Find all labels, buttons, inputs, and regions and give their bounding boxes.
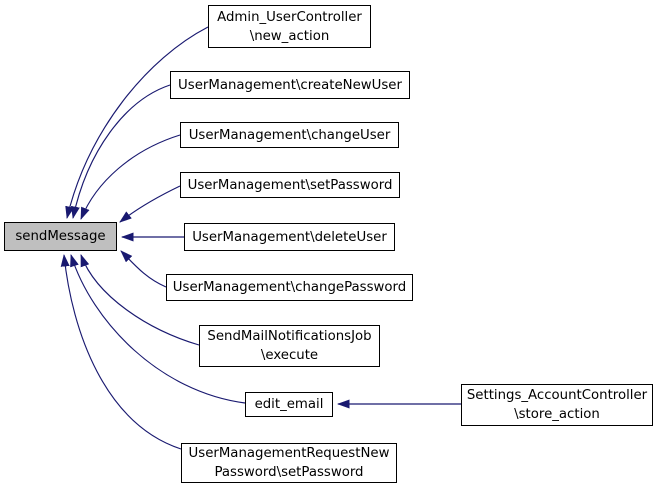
node-label: sendMessage [15, 229, 106, 244]
node-label: UserManagement\changeUser [188, 127, 391, 143]
node-usermanagement-deleteuser[interactable]: UserManagement\deleteUser [184, 223, 395, 251]
node-label: \execute [260, 348, 319, 363]
node-label: \new_action [249, 28, 330, 44]
node-label: UserManagement\createNewUser [178, 77, 402, 93]
node-label: UserManagement\deleteUser [192, 229, 387, 245]
node-label: SendMailNotificationsJob [207, 329, 372, 344]
node-usermanagement-setpassword[interactable]: UserManagement\setPassword [180, 172, 400, 198]
node-label: Admin_UserController [217, 9, 362, 25]
node-usermanagement-changeuser[interactable]: UserManagement\changeUser [180, 122, 399, 148]
node-label: \store_action [514, 407, 600, 422]
node-usermanagementrequestnewpassword-setpassword[interactable]: UserManagementRequestNew Password\setPas… [181, 443, 397, 483]
edge-createnewuser-to-sendmessage [70, 84, 171, 219]
edge-request-new-password-to-sendmessage [60, 254, 182, 450]
node-label: Settings_AccountController [466, 388, 648, 403]
node-settings-accountcontroller-store-action[interactable]: Settings_AccountController \store_action [461, 384, 653, 426]
node-label: UserManagementRequestNew [188, 446, 390, 461]
node-label: UserManagement\setPassword [187, 177, 393, 193]
node-edit-email[interactable]: edit_email [245, 392, 333, 417]
node-label: UserManagement\changePassword [172, 280, 407, 295]
node-label: Password\setPassword [214, 465, 364, 480]
edge-changepassword-to-sendmessage [120, 250, 167, 288]
node-label: edit_email [254, 397, 324, 412]
node-sendmailnotificationsjob-execute[interactable]: SendMailNotificationsJob \execute [199, 325, 380, 367]
node-sendmessage[interactable]: sendMessage [4, 222, 117, 251]
node-usermanagement-createnewuser[interactable]: UserManagement\createNewUser [170, 71, 410, 99]
edge-changeuser-to-sendmessage [80, 134, 181, 220]
node-admin-usercontroller-new-action[interactable]: Admin_UserController \new_action [208, 5, 371, 48]
node-usermanagement-changepassword[interactable]: UserManagement\changePassword [166, 274, 413, 301]
edge-setpassword-to-sendmessage [119, 185, 181, 223]
